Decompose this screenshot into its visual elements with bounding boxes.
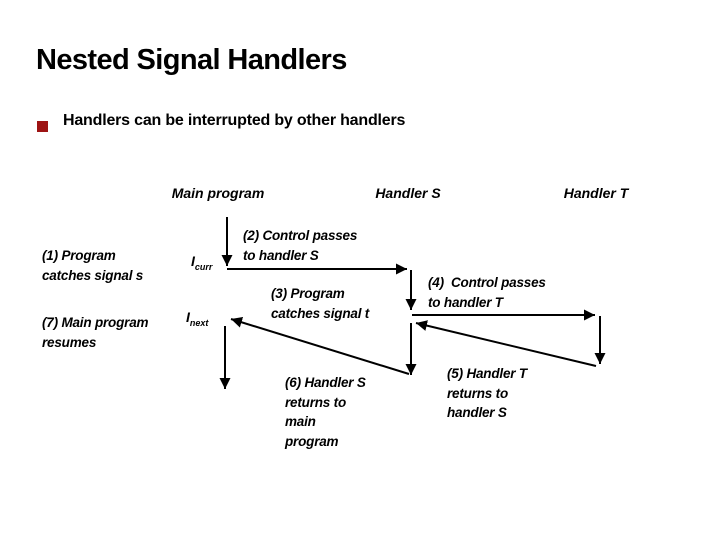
step-3-program-catches-signal-t: (3) Program catches signal t: [271, 286, 370, 321]
inext-base: I: [186, 309, 190, 325]
slide-title: Nested Signal Handlers: [36, 44, 347, 76]
arrow-return-s-to-main: [230, 316, 410, 375]
step-1-program-catches-signal-s: (1) Program catches signal s: [42, 248, 144, 283]
icurr-label: Icurr: [191, 253, 212, 272]
icurr-base: I: [191, 253, 195, 269]
step-2-control-passes-to-handler-s: (2) Control passes to handler S: [243, 228, 358, 263]
arrow-return-t-to-s: [415, 320, 597, 367]
inext-label: Inext: [186, 309, 208, 328]
column-header-handler-s: Handler S: [375, 185, 441, 201]
step-6-handler-s-returns: (6) Handler S returns to main program: [285, 375, 366, 449]
bullet-text: Handlers can be interrupted by other han…: [63, 112, 406, 129]
column-header-main-program: Main program: [171, 185, 265, 201]
column-header-handler-t: Handler T: [563, 185, 629, 201]
step-4-control-passes-to-handler-t: (4) Control passes to handler T: [428, 275, 546, 310]
step-5-handler-t-returns: (5) Handler T returns to handler S: [447, 366, 527, 420]
bullet-square-icon: [37, 121, 48, 132]
inext-subscript: next: [189, 317, 209, 328]
icurr-subscript: curr: [194, 261, 213, 272]
step-7-main-program-resumes: (7) Main program resumes: [42, 315, 149, 350]
